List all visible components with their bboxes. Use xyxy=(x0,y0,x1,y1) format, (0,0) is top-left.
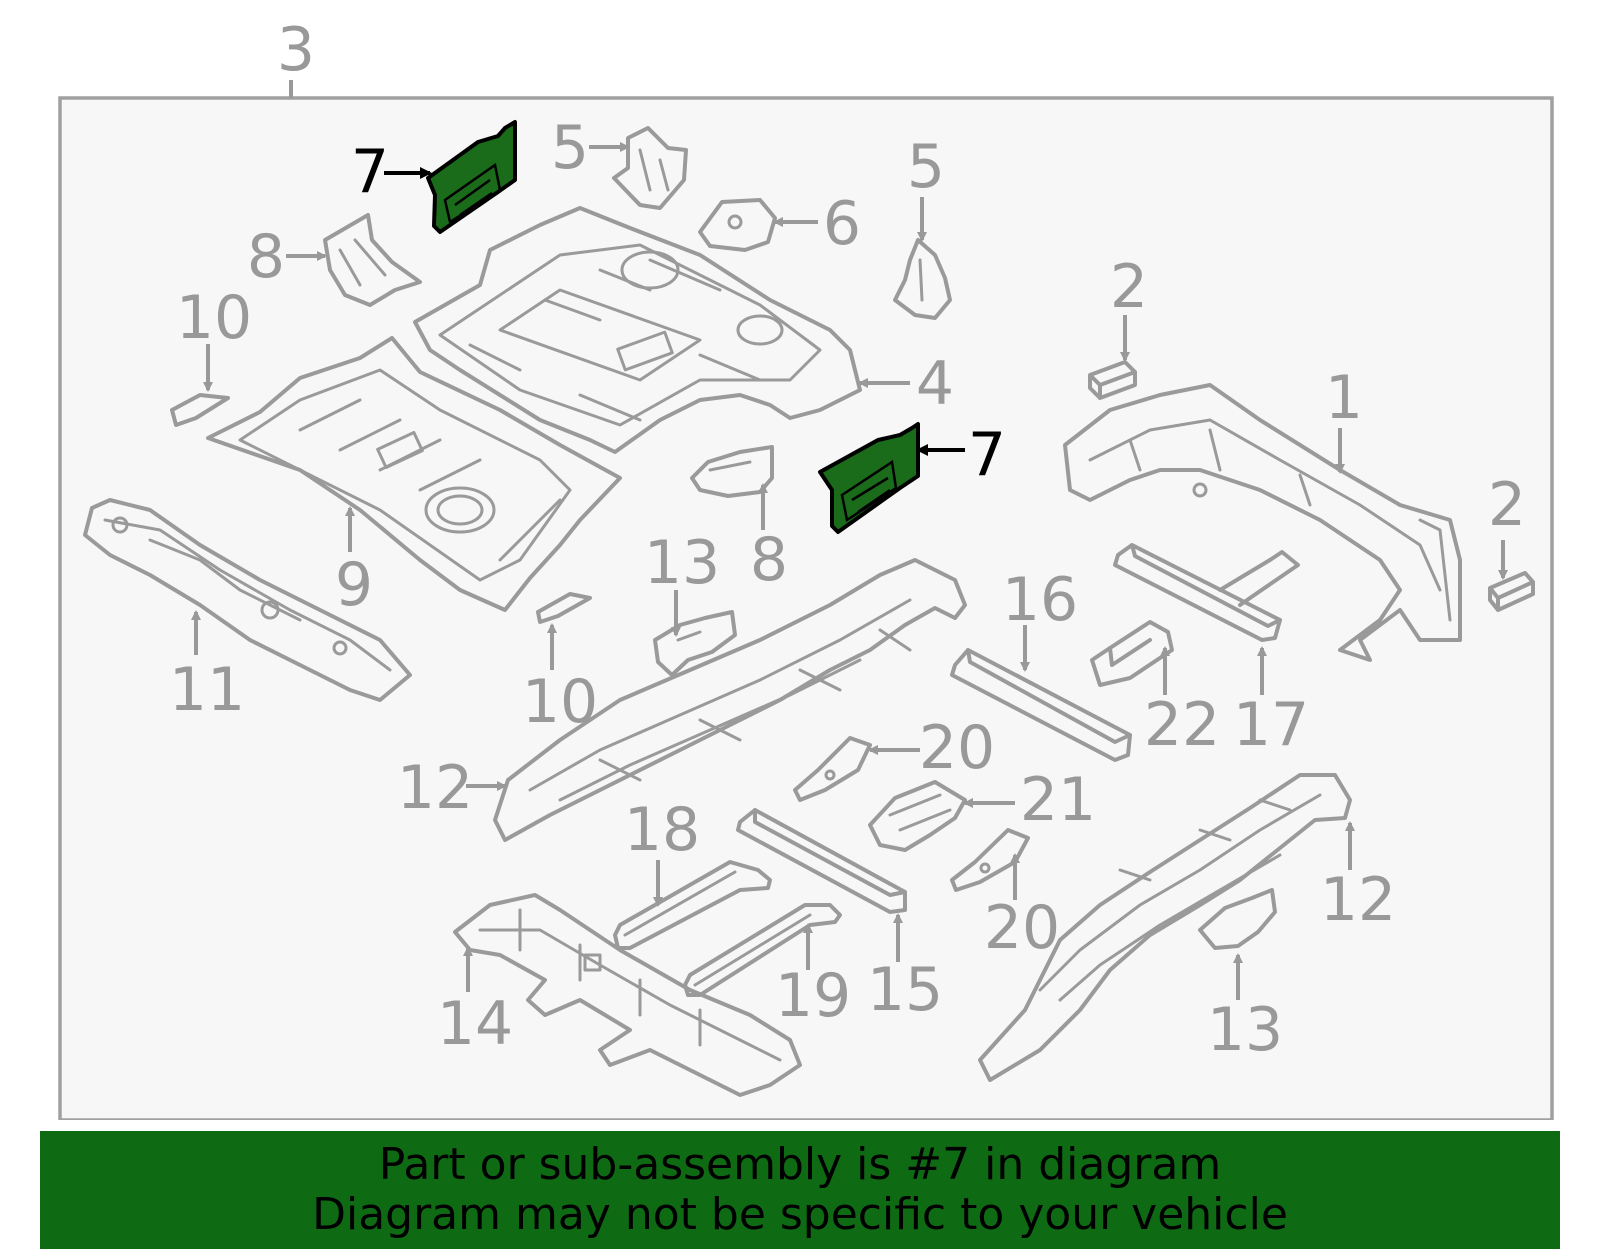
callout-3: 3 xyxy=(277,15,315,85)
part-17-cross-beam xyxy=(1113,543,1300,642)
leader-lines xyxy=(191,142,1508,1000)
callout-9: 9 xyxy=(335,550,373,620)
callout-13-lower: 13 xyxy=(1207,995,1283,1065)
part-5-bracket-right xyxy=(893,238,952,320)
info-banner: Part or sub-assembly is #7 in diagram Di… xyxy=(40,1131,1560,1249)
part-22-bracket xyxy=(1090,620,1174,687)
callout-8-right: 8 xyxy=(750,525,788,595)
part-5-bracket-top xyxy=(612,126,688,210)
callout-5-top: 5 xyxy=(551,113,589,183)
parts-diagram: 3 7 5 5 6 8 10 4 2 1 7 2 9 8 13 16 10 11… xyxy=(58,15,1554,1120)
callout-16: 16 xyxy=(1002,565,1078,635)
callout-18: 18 xyxy=(624,795,700,865)
callout-10-lower: 10 xyxy=(522,667,598,737)
callout-21: 21 xyxy=(1020,765,1096,835)
part-14-crossmember xyxy=(453,893,802,1097)
callout-8-left: 8 xyxy=(247,222,285,292)
callout-17: 17 xyxy=(1233,690,1309,760)
callout-12-upper: 12 xyxy=(397,753,473,823)
callout-2-upper: 2 xyxy=(1110,252,1148,322)
part-7-reinforcement-lower xyxy=(818,422,920,534)
callout-20-lower: 20 xyxy=(984,893,1060,963)
callout-11: 11 xyxy=(169,655,245,725)
part-15-channel xyxy=(736,808,907,914)
callout-22: 22 xyxy=(1144,690,1220,760)
part-16-channel xyxy=(950,648,1132,762)
part-11-side-rail xyxy=(83,498,412,702)
part-12-rail-upper xyxy=(493,558,967,842)
part-20-bracket-lower xyxy=(950,828,1030,892)
part-8-bracket-right xyxy=(690,445,774,498)
part-10-patch-lower xyxy=(536,592,592,624)
callout-19: 19 xyxy=(775,961,851,1031)
callout-7-upper: 7 xyxy=(351,137,389,207)
callout-6: 6 xyxy=(823,189,861,259)
callout-15: 15 xyxy=(867,955,943,1025)
callout-4: 4 xyxy=(916,349,954,419)
part-18-bar xyxy=(613,860,772,950)
callout-1: 1 xyxy=(1325,363,1363,433)
part-2-block-lower xyxy=(1488,571,1535,612)
part-4-rear-floor-pan xyxy=(413,206,862,454)
part-21-plate xyxy=(868,780,967,852)
part-9-floor-pan xyxy=(206,336,622,612)
part-6-plate xyxy=(698,198,777,252)
callout-2-lower: 2 xyxy=(1488,470,1526,540)
callout-14: 14 xyxy=(437,989,513,1059)
part-2-block-upper xyxy=(1088,360,1137,400)
part-12-rail-lower xyxy=(978,773,1352,1082)
banner-line-1: Part or sub-assembly is #7 in diagram xyxy=(378,1139,1222,1190)
banner-line-2: Diagram may not be specific to your vehi… xyxy=(312,1189,1288,1240)
part-13-bracket-right xyxy=(1198,888,1277,950)
part-10-patch-upper xyxy=(170,393,230,427)
part-7-reinforcement-upper xyxy=(426,120,517,234)
part-8-bracket-left xyxy=(323,213,422,307)
part-20-bracket-upper xyxy=(793,736,872,802)
part-13-bracket-left xyxy=(653,610,737,677)
callout-12-lower: 12 xyxy=(1320,865,1396,935)
part-19-bar xyxy=(683,903,842,997)
part-1-rear-side-member xyxy=(1063,383,1462,662)
callout-10-upper: 10 xyxy=(176,283,252,353)
callout-7-lower: 7 xyxy=(968,420,1006,490)
callout-5-right: 5 xyxy=(907,132,945,202)
callout-20-upper: 20 xyxy=(919,713,995,783)
callout-13-upper: 13 xyxy=(644,528,720,598)
